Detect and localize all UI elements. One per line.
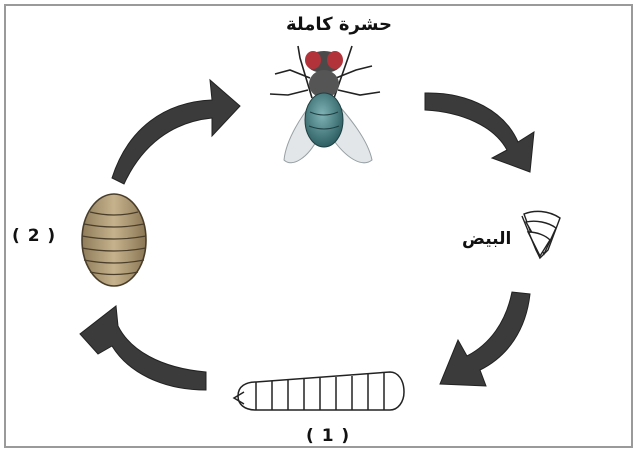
label-larva-number: ( 1 ) [306,426,350,446]
pupa-icon [82,194,146,286]
arrow-larva-to-pupa [80,306,206,390]
fly-icon [270,46,380,163]
eggs-icon [522,211,560,258]
larva-icon [234,372,404,410]
arrow-eggs-to-larva [440,292,530,386]
arrow-pupa-to-adult [112,80,240,184]
label-eggs: البيض [462,229,511,249]
arrow-adult-to-eggs [425,93,534,172]
label-adult-insect: حشرة كاملة [286,14,392,35]
label-pupa-number: ( 2 ) [12,226,56,246]
